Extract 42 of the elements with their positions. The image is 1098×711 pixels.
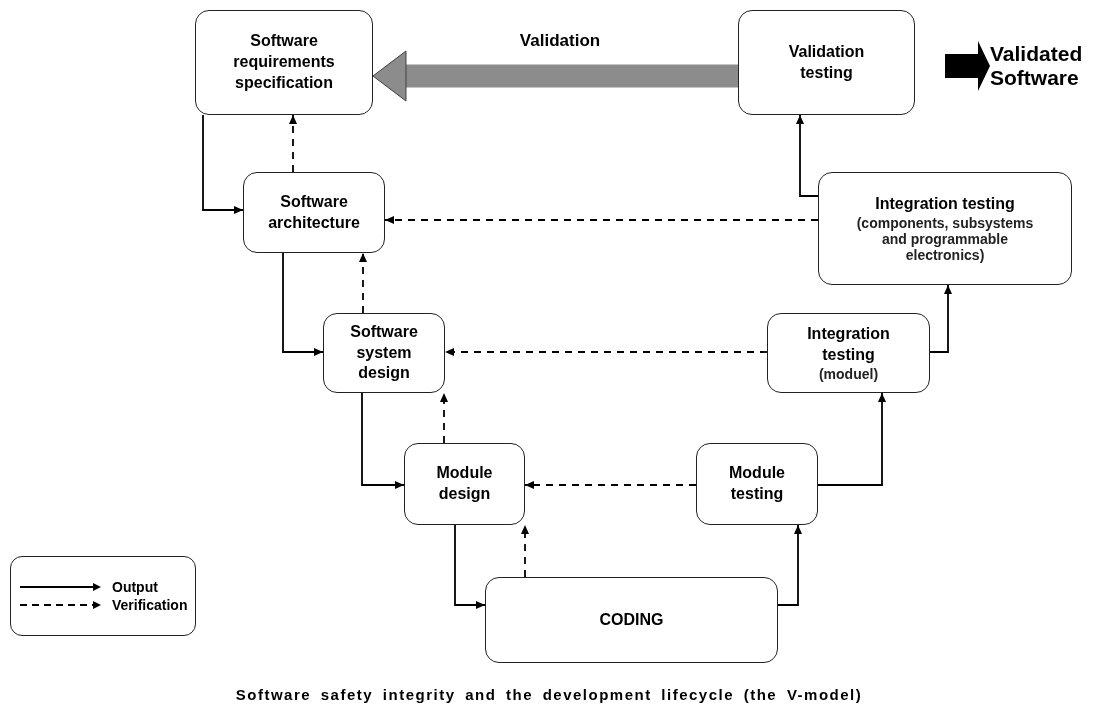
node-title: Module testing [728,463,786,504]
process-box [323,313,445,393]
process-box [818,172,1072,285]
process-box [404,443,525,525]
arrow [929,284,952,353]
arrow [817,392,886,486]
arrow [524,481,697,489]
process-box [767,313,930,393]
arrow [384,216,819,224]
process-box [243,172,385,253]
arrow [454,524,486,609]
node-title: Software system design [349,321,419,384]
node-title: Validated Software [990,41,1084,91]
arrow [361,392,405,489]
node-title: Integration testing [875,193,1015,214]
node-note: (moduel) [818,365,879,382]
process-box [485,577,778,663]
arrow [289,114,297,173]
node-title: Validation testing [787,41,866,83]
arrow [282,252,324,356]
arrow [521,524,529,578]
legend-text: Verification [112,597,188,614]
arrow [202,114,244,214]
node-title: Software architecture [267,191,361,233]
node-title: CODING [599,609,664,630]
arrow [440,392,448,444]
arrow [796,114,819,197]
block-arrow [945,41,990,91]
arrow [359,252,367,314]
arrow [777,524,802,606]
arrow [444,348,768,356]
node-note: (components, subsystems and programmable electronics) [855,214,1035,264]
legend-text: Output [112,578,158,595]
caption: Software safety integrity and the development lifecycle (the V-model) [234,685,864,705]
process-box [696,443,818,525]
edge-label: Validation [519,30,601,52]
block-arrow [372,50,738,102]
node-title: Module design [435,463,494,504]
process-box [195,10,373,115]
process-box [738,10,915,115]
node-title: Software requirements specification [232,31,336,93]
node-title: Integration testing [806,324,891,365]
